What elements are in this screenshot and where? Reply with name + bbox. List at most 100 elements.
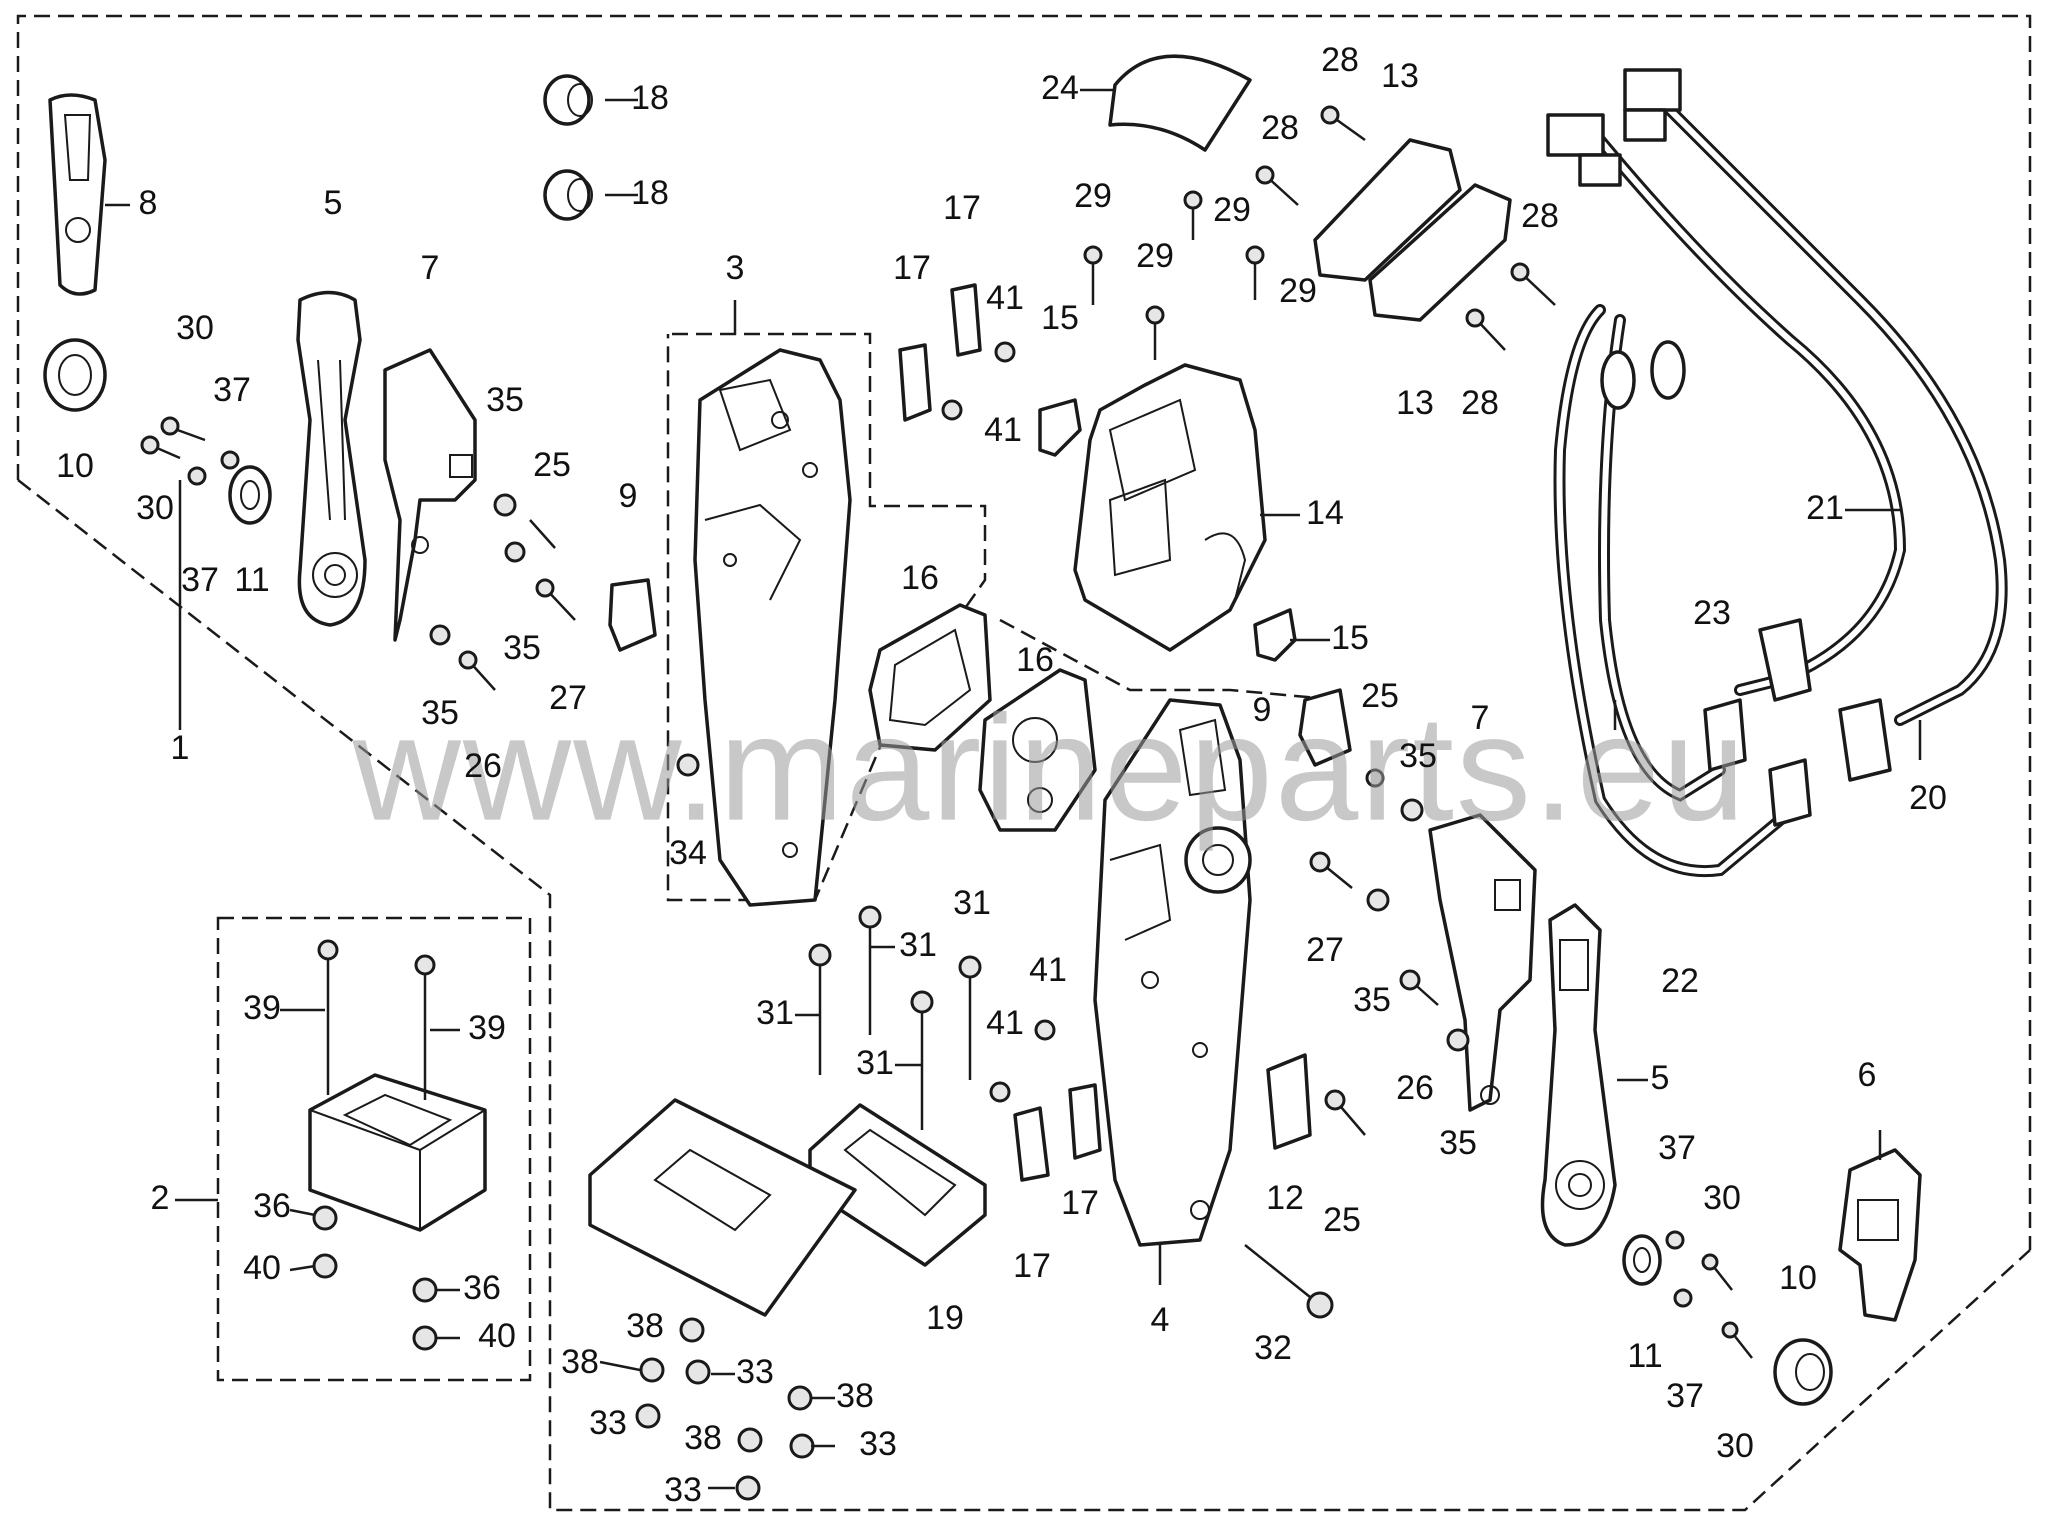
- callout-7: 7: [421, 249, 440, 287]
- callout-37: 37: [213, 371, 251, 409]
- callout-16: 16: [1016, 641, 1054, 679]
- assembly-2-box: [216, 916, 532, 1382]
- callout-33: 33: [664, 1471, 702, 1509]
- callout-34: 34: [669, 834, 707, 872]
- part-16-gasket: [868, 603, 992, 752]
- callout-38: 38: [561, 1343, 599, 1381]
- callout-10: 10: [1779, 1259, 1817, 1297]
- part-8-handle: [48, 93, 107, 296]
- screws-28: [1255, 105, 1556, 351]
- callout-37: 37: [1658, 1129, 1696, 1167]
- callout-6: 6: [1858, 1056, 1877, 1094]
- callout-5: 5: [1651, 1059, 1670, 1097]
- callout-24: 24: [1041, 69, 1079, 107]
- callout-17: 17: [1013, 1247, 1051, 1285]
- part-3-control-body: [676, 348, 852, 907]
- part-32-long-bolt: [1244, 1244, 1334, 1319]
- outer-dashed-frame: [16, 14, 2032, 1512]
- part-5-lever-right: [1540, 903, 1617, 1247]
- callout-41: 41: [1029, 951, 1067, 989]
- part-6-cap: [1838, 1148, 1922, 1322]
- callout-10: 10: [56, 447, 94, 485]
- callout-41: 41: [984, 411, 1022, 449]
- callout-28: 28: [1261, 109, 1299, 147]
- part-11-collar-right: [1622, 1234, 1662, 1286]
- callout-19: 19: [926, 1299, 964, 1337]
- part-9-block: [608, 578, 657, 652]
- callout-5: 5: [324, 184, 343, 222]
- callout-41: 41: [986, 279, 1024, 317]
- part-5-lever-arm: [296, 290, 367, 627]
- callout-36: 36: [463, 1269, 501, 1307]
- callout-11: 11: [234, 561, 269, 599]
- callout-35: 35: [503, 629, 541, 667]
- callout-17: 17: [1061, 1184, 1099, 1222]
- screws-29: [1083, 190, 1265, 360]
- callout-30: 30: [1703, 1179, 1741, 1217]
- callout-28: 28: [1521, 197, 1559, 235]
- callout-29: 29: [1074, 177, 1112, 215]
- part-16-center-gasket: [978, 668, 1097, 832]
- part-15-clip-right: [1253, 608, 1297, 662]
- callout-31: 31: [953, 884, 991, 922]
- callout-29: 29: [1136, 237, 1174, 275]
- callout-38: 38: [626, 1307, 664, 1345]
- callout-25: 25: [1323, 1201, 1361, 1239]
- callout-labels: 8 10 30 37 30 37 11 5 7 35 25 35 27 35 2…: [56, 41, 1947, 1509]
- callout-40: 40: [478, 1317, 516, 1355]
- mounting-plate: [588, 1098, 857, 1317]
- assembly-4-outline: [999, 618, 1341, 702]
- callout-17: 17: [943, 189, 981, 227]
- callout-16: 16: [901, 559, 939, 597]
- callout-33: 33: [589, 1404, 627, 1442]
- part-15-clip: [1038, 398, 1082, 457]
- part-11-collar: [228, 465, 272, 525]
- callout-2: 2: [151, 1179, 170, 1217]
- part-2-base-block: [308, 939, 487, 1351]
- callout-8: 8: [139, 184, 158, 222]
- bolts-25-27-26-left: [429, 493, 576, 691]
- harness-cables: [1546, 68, 2008, 878]
- callout-39: 39: [243, 989, 281, 1027]
- callout-18: 18: [631, 79, 669, 117]
- callout-38: 38: [684, 1419, 722, 1457]
- callout-30: 30: [176, 309, 214, 347]
- watermark-text: www.marineparts.eu: [352, 684, 1748, 852]
- screws-30-37-left: [140, 416, 240, 486]
- callout-27: 27: [549, 679, 587, 717]
- nuts-41-clips-17-bottom: [989, 1019, 1102, 1182]
- screws-30-37-right: [1665, 1230, 1753, 1359]
- callout-33: 33: [736, 1353, 774, 1391]
- nuts-33-38: [635, 1317, 815, 1501]
- callout-20: 20: [1909, 779, 1947, 817]
- callout-35: 35: [1353, 981, 1391, 1019]
- callout-30: 30: [136, 489, 174, 527]
- callout-35: 35: [1439, 1124, 1477, 1162]
- callout-39: 39: [468, 1009, 506, 1047]
- callout-25: 25: [533, 446, 571, 484]
- callout-28: 28: [1461, 384, 1499, 422]
- callout-33: 33: [859, 1425, 897, 1463]
- callout-13: 13: [1381, 57, 1419, 95]
- callout-32: 32: [1254, 1329, 1292, 1367]
- part-7-housing: [383, 348, 477, 642]
- callout-3: 3: [726, 249, 745, 287]
- callout-30: 30: [1716, 1427, 1754, 1465]
- part-10-knob: [43, 338, 107, 412]
- callout-9: 9: [619, 477, 638, 515]
- callout-9: 9: [1253, 691, 1272, 729]
- callout-1: 1: [171, 729, 190, 767]
- callout-31: 31: [756, 994, 794, 1032]
- callout-15: 15: [1041, 299, 1079, 337]
- bolts-right-group: [1309, 768, 1470, 1052]
- part-7-housing-right: [1428, 813, 1537, 1112]
- callout-18: 18: [631, 174, 669, 212]
- bolts-31: [808, 905, 982, 1130]
- callout-29: 29: [1279, 272, 1317, 310]
- callout-11: 11: [1627, 1337, 1662, 1375]
- callout-41: 41: [986, 1004, 1024, 1042]
- callout-31: 31: [856, 1044, 894, 1082]
- part-14-top-cover: [1073, 363, 1267, 652]
- callout-35: 35: [421, 694, 459, 732]
